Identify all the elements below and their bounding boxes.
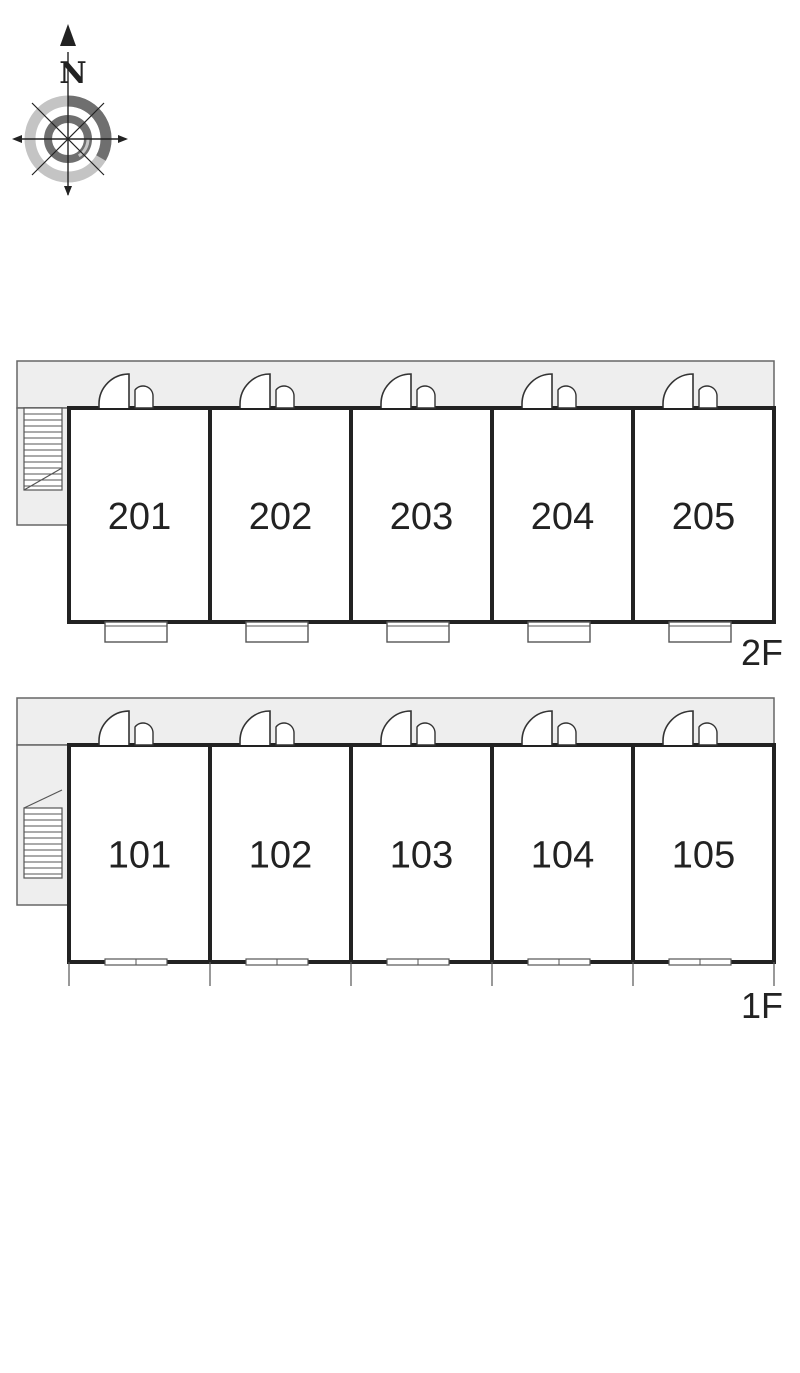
meter-box — [557, 385, 577, 409]
door-icon — [662, 710, 718, 746]
balcony — [104, 621, 168, 643]
north-label: N — [59, 56, 86, 91]
unit-room — [490, 743, 635, 964]
floor-label: 1F — [741, 985, 783, 1026]
floor-label: 2F — [741, 632, 783, 673]
door-swing — [239, 373, 271, 408]
door-swing — [98, 373, 130, 408]
door-icon — [98, 373, 154, 409]
door-swing — [239, 710, 271, 745]
unit-room — [208, 406, 353, 624]
meter-box — [134, 722, 154, 746]
door-icon — [521, 373, 577, 409]
unit-label-101: 101 — [108, 835, 171, 877]
door-swing — [662, 373, 694, 408]
door-icon — [239, 373, 295, 409]
stair-break-line — [23, 467, 63, 491]
unit-label-103: 103 — [390, 835, 453, 877]
unit-room — [631, 743, 776, 964]
door-swing — [380, 710, 412, 745]
meter-box — [416, 722, 436, 746]
door-swing — [380, 373, 412, 408]
door-icon — [521, 710, 577, 746]
balcony — [245, 621, 309, 643]
floor-1f: 101 102 103 104 105 1F — [16, 697, 783, 1026]
balcony — [527, 621, 591, 643]
meter-box — [416, 385, 436, 409]
meter-box — [134, 385, 154, 409]
staircase — [23, 407, 63, 491]
door-swing — [662, 710, 694, 745]
door-icon — [239, 710, 295, 746]
unit-label-102: 102 — [249, 835, 312, 877]
unit-room — [490, 406, 635, 624]
balcony — [386, 621, 450, 643]
unit-label-204: 204 — [531, 496, 594, 538]
floor-2f: 201 202 203 204 205 2F — [16, 360, 783, 673]
meter-box — [698, 722, 718, 746]
unit-label-205: 205 — [672, 496, 735, 538]
unit-label-201: 201 — [108, 496, 171, 538]
door-icon — [380, 710, 436, 746]
meter-box — [275, 722, 295, 746]
unit-label-202: 202 — [249, 496, 312, 538]
staircase — [23, 789, 63, 879]
meter-box — [275, 385, 295, 409]
door-icon — [98, 710, 154, 746]
compass-rose-icon — [12, 24, 128, 196]
meter-box — [557, 722, 577, 746]
balcony — [668, 621, 732, 643]
door-swing — [521, 710, 553, 745]
door-icon — [662, 373, 718, 409]
meter-box — [698, 385, 718, 409]
unit-label-203: 203 — [390, 496, 453, 538]
unit-label-105: 105 — [672, 835, 735, 877]
door-swing — [521, 373, 553, 408]
unit-label-104: 104 — [531, 835, 594, 877]
door-swing — [98, 710, 130, 745]
stair-outline — [23, 407, 63, 491]
stair-break-line — [23, 789, 63, 809]
unit-room — [208, 743, 353, 964]
door-icon — [380, 373, 436, 409]
